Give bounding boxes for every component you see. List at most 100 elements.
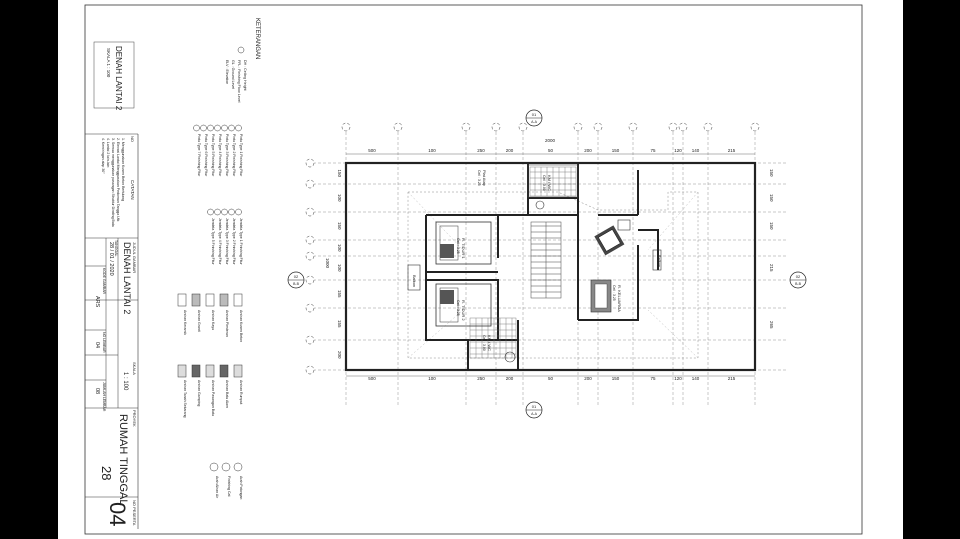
legend-symbol <box>200 124 207 132</box>
section-number: 01 <box>532 404 537 409</box>
hatch-swatch <box>177 364 187 378</box>
room-label: Plat Atap <box>482 170 487 187</box>
room-label: R. KELUARGA <box>617 285 622 312</box>
dimension-top: 120 <box>674 148 682 153</box>
outer-slab <box>344 161 757 372</box>
section-number: 01 <box>532 112 537 117</box>
legend-window-item: Jendela Type 2 Finishing Fitur <box>232 218 236 265</box>
dimension-left: 150 <box>337 222 342 230</box>
room-label: R. TIDUR 2 <box>461 300 466 321</box>
symbol-icon <box>233 462 243 472</box>
outer-border <box>84 4 863 535</box>
abbreviation-item: ELV : Elevation <box>225 60 229 84</box>
dimension-bottom: 50 <box>548 376 554 381</box>
grid-bubble <box>305 365 315 375</box>
dimension-top: 250 <box>477 148 485 153</box>
legend-hatch-item: Arsiran Batu Alam <box>225 380 229 408</box>
dimension-bottom: 120 <box>674 376 682 381</box>
hatch-swatch <box>191 364 201 378</box>
abbreviation-item: FFL : Finishing Floor Level <box>237 60 241 103</box>
legend-hatch-item: Arsiran Pasangan Batu <box>211 380 215 416</box>
legend-symbol <box>221 208 228 216</box>
legend-window-item: Jendela Type 3 Finishing Fitur <box>225 218 229 265</box>
section-label: B-B <box>293 282 300 286</box>
tanggal-label: TANGGAL <box>114 240 118 257</box>
legend-symbol <box>235 124 242 132</box>
nopeserta-label: NO PESERTA <box>132 500 137 526</box>
legend-door-item: Pintu Type 6 Finishing Fitur <box>204 134 208 177</box>
legend-door-item: Pintu Type 3 Finishing Fitur <box>225 134 229 177</box>
proyek-label: PROYEK <box>132 410 137 427</box>
grid-bubble <box>305 275 315 285</box>
bed-1 <box>435 221 492 265</box>
dimension-bottom: 200 <box>584 376 592 381</box>
hatch-swatch <box>205 364 215 378</box>
dimension-left: 200 <box>337 351 342 359</box>
legend-symbol <box>214 208 221 216</box>
legend-strip: DENAH LANTAI 2 SKALA 1 : 100 KETERANGAN … <box>85 18 260 529</box>
note-item: 2. Elevasi Lantai Menggunakan Pedoman Ta… <box>116 138 120 222</box>
hatch-swatch <box>191 293 201 307</box>
dimension-left: 100 <box>337 264 342 272</box>
grid-bubble <box>393 122 403 132</box>
legend-symbol <box>214 124 221 132</box>
section-number: 02 <box>294 274 299 279</box>
grid-bubble <box>305 251 315 261</box>
legend-hatch-item: Arsiran Plesteran <box>225 310 229 337</box>
page-number: 04 <box>105 502 130 526</box>
hatch-swatch <box>219 293 229 307</box>
legend-window-item: Jendela Type 5 Finishing Fitur <box>211 218 215 265</box>
note-item: 3. Semua menggunakan pasangan Struktur D… <box>111 138 115 227</box>
floor-plan-drawing: DENAH LANTAI 2 SKALA 1 : 100 KETERANGAN … <box>84 4 863 535</box>
legend-door-item: Pintu Type 1 Finishing Fitur <box>239 134 243 177</box>
judul-label: JUDUL GAMBAR <box>132 242 137 273</box>
grid-bubble <box>678 122 688 132</box>
grid-bubble <box>305 335 315 345</box>
grid-bubble <box>628 122 638 132</box>
bathroom-tiles <box>469 166 577 359</box>
note-item: 4. Kemiringan atap 30° <box>101 138 105 174</box>
grid-bubble <box>305 303 315 313</box>
tanggal-value: 28 / 01 / 2020 <box>108 242 114 276</box>
walls <box>425 163 659 370</box>
room-ceiling: Ceil : 3.00 <box>542 175 546 191</box>
hatch-swatch <box>233 364 243 378</box>
section-label: A-A <box>531 120 538 124</box>
hatch-swatch <box>177 293 187 307</box>
grid-lines <box>305 122 788 405</box>
grid-bubble <box>305 179 315 189</box>
grid-bubble <box>518 122 528 132</box>
no-label: NO <box>130 136 135 142</box>
symbol-icon <box>221 462 231 472</box>
tv-unit <box>590 279 612 313</box>
dimension-total: 2000 <box>545 138 556 143</box>
dimension-right: 215 <box>769 264 774 272</box>
proyek-value: RUMAH TINGGAL <box>117 414 129 505</box>
section-label: B-B <box>795 282 802 286</box>
jumlah-value: 08 <box>94 388 100 394</box>
dimension-right: 150 <box>769 194 774 202</box>
legend-hatch-item: Arsiran Granit <box>197 310 201 332</box>
nopeserta-value: 28 <box>99 466 114 480</box>
grid-bubble <box>341 122 351 132</box>
room-label: Balkon <box>657 255 662 267</box>
grid-bubble <box>305 235 315 245</box>
symbol-icon <box>209 462 219 472</box>
grid-bubble <box>305 207 315 217</box>
dimension-top: 140 <box>692 148 700 153</box>
hatch-swatch <box>233 293 243 307</box>
legend-symbol <box>207 124 214 132</box>
roof-outline <box>407 191 699 359</box>
nolembar-value: 04 <box>94 342 100 348</box>
grid-bubble <box>668 122 678 132</box>
dimension-left: 100 <box>337 244 342 252</box>
dimension-right: 265 <box>769 321 774 329</box>
note-item: 4. Lantai 2 lain-lain <box>106 138 110 167</box>
dimension-left: 155 <box>337 320 342 328</box>
